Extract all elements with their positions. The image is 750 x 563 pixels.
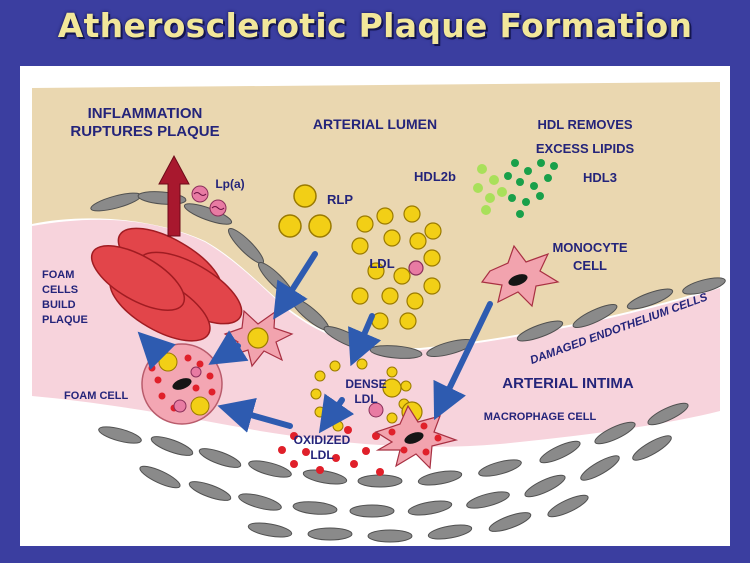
hdl3-label: HDL3 [583,170,617,185]
diagram-panel: INFLAMMATION RUPTURES PLAQUE ARTERIAL LU… [20,66,730,546]
dense-ldl-label-1: DENSE [345,377,386,391]
lpa-label: Lp(a) [215,177,244,191]
arrow-monocyte-to-macrophage [433,301,493,421]
monocyte-label-2: CELL [573,258,607,273]
hdl3-particles [504,159,558,218]
arterial-lumen-label: ARTERIAL LUMEN [313,116,437,132]
oxidized-ldl-label-1: OXIDIZED [294,433,351,447]
smooth-muscle-layer [98,402,689,543]
lpa-particles [191,185,227,217]
slide-title: Atherosclerotic Plaque Formation [57,6,693,45]
foam-cells-build-label-4: PLAQUE [42,314,88,326]
monocyte-cell [480,244,560,308]
rlp-particles [278,184,332,238]
foam-cell [141,343,223,425]
dense-ldl-label-2: LDL [354,392,377,406]
hdl-removes-label-2: EXCESS LIPIDS [536,141,635,156]
arrow-oxidized-to-foam [217,397,293,433]
arrow-ldl-to-dense [348,313,382,367]
foam-cells-build-label-1: FOAM [42,269,74,281]
plaque-foam-cells [90,227,243,342]
macrophage-label: MACROPHAGE CELL [484,411,597,423]
plaque-diagram: INFLAMMATION RUPTURES PLAQUE ARTERIAL LU… [32,82,726,543]
hdl2b-label: HDL2b [414,169,456,184]
inflammation-label-1: INFLAMMATION [88,105,203,122]
inflammation-label-2: RUPTURES PLAQUE [70,123,219,140]
process-arrows [137,251,493,434]
foam-cells-build-label-3: BUILD [42,299,76,311]
oxidized-ldl-label-2: LDL [310,448,333,462]
hdl2b-particles [473,164,507,215]
arrow-foam-to-plaque [137,331,176,370]
foam-cell-label: FOAM CELL [64,390,128,402]
foam-cells-build-label-2: CELLS [42,284,78,296]
rlp-label: RLP [327,192,353,207]
monocyte-label-1: MONOCYTE [552,240,627,255]
hdl-removes-label-1: HDL REMOVES [537,117,632,132]
ldl-particles [351,205,442,330]
rupture-arrow [158,154,190,237]
ldl-label: LDL [369,256,394,271]
arrow-dense-to-oxidized [318,393,355,434]
macrophage-cell [374,404,459,470]
arrow-macrophage-to-foam [208,330,249,365]
arrow-rlp-to-macrophage [273,251,318,320]
arterial-intima-label: ARTERIAL INTIMA [502,375,634,392]
